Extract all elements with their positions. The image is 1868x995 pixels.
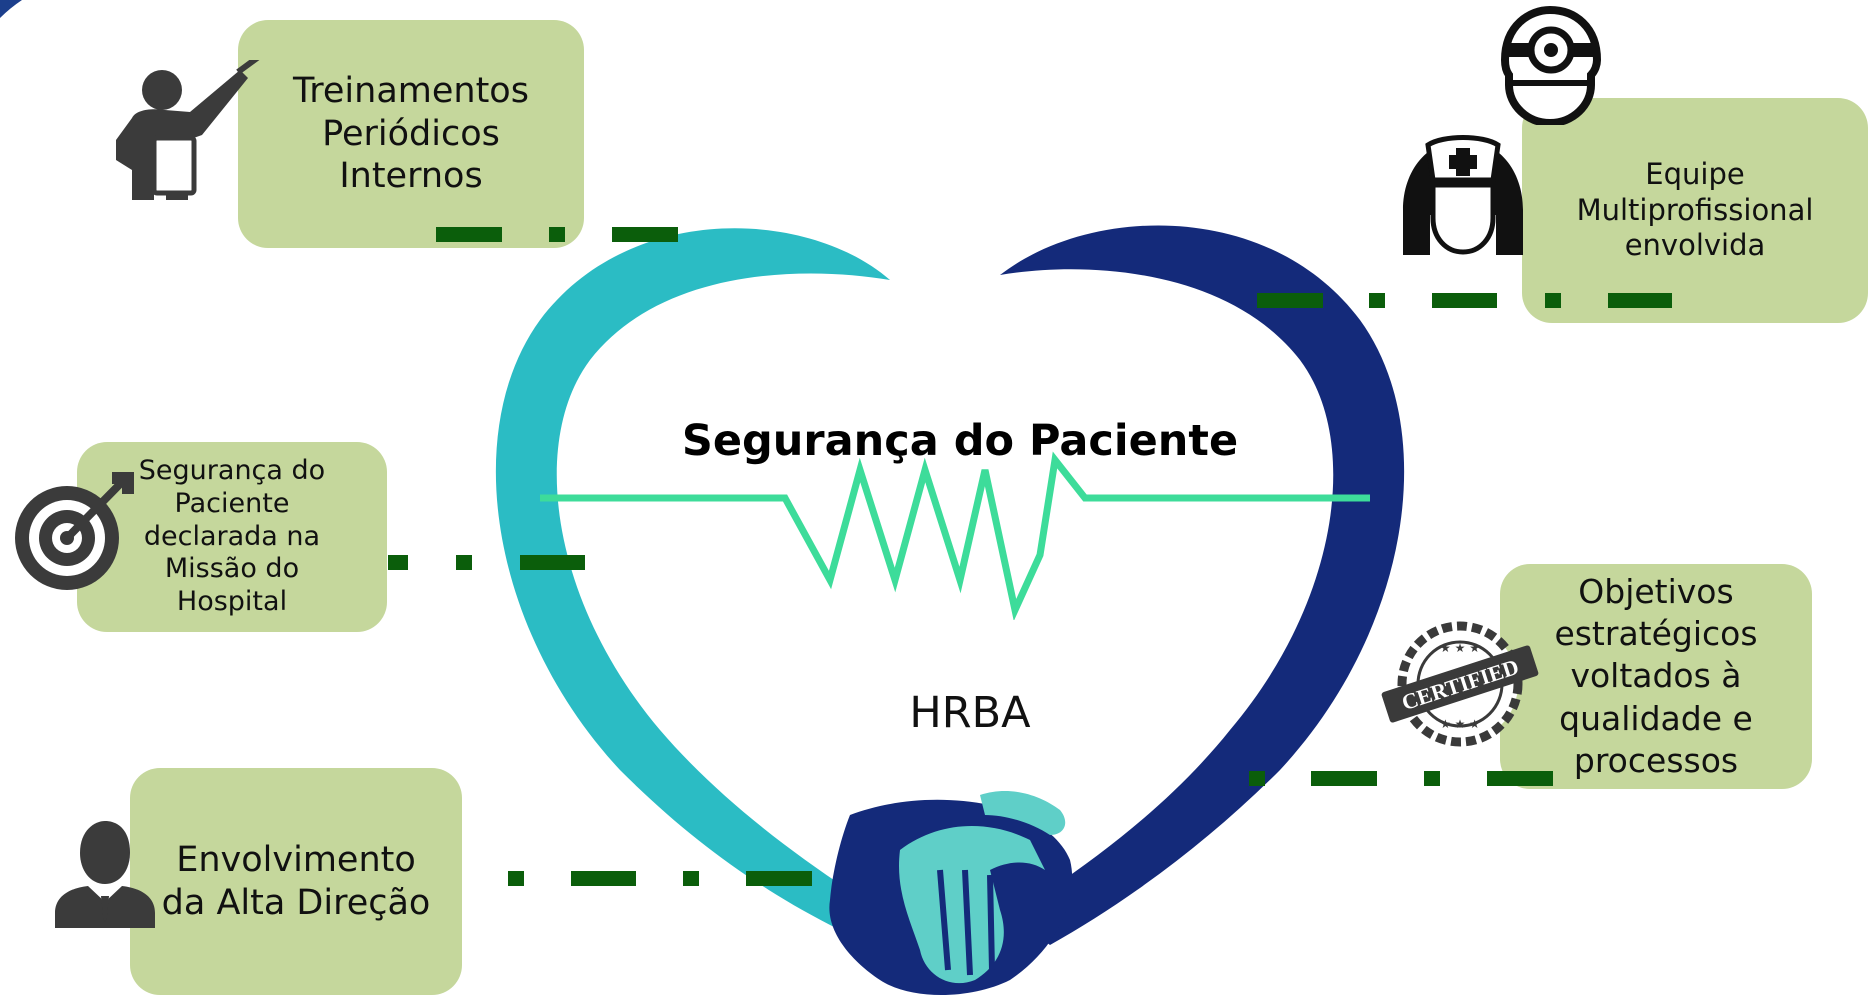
box-direcao-label: Envolvimento da Alta Direção [161, 839, 431, 923]
target-arrow-icon [15, 472, 134, 590]
svg-text:★ ★ ★: ★ ★ ★ [1440, 717, 1480, 731]
box-equipe-label: Equipe Multiprofissional envolvida [1576, 157, 1814, 263]
connector-dash [436, 227, 502, 242]
connector-dash [1311, 771, 1377, 786]
connector-dash [1487, 771, 1553, 786]
businessman-icon [55, 821, 155, 928]
connector-dash [549, 227, 565, 242]
handshake-icon [829, 790, 1073, 995]
svg-text:★ ★ ★: ★ ★ ★ [1440, 641, 1480, 655]
connector-dash [1249, 771, 1265, 786]
certified-stamp-icon: CERTIFIED ★ ★ ★ ★ ★ ★ [1381, 621, 1539, 747]
connector-dash [388, 555, 408, 570]
box-missao: Segurança do Paciente declarada na Missã… [77, 442, 387, 632]
box-objetivos: Objetivos estratégicos voltados à qualid… [1500, 564, 1812, 789]
connector-dash [1257, 293, 1323, 308]
heartbeat-line-icon [540, 451, 1370, 620]
box-treinamentos-label: Treinamentos Periódicos Internos [293, 70, 529, 197]
connector-dash [1432, 293, 1497, 308]
doctor-head-mirror-icon [1500, 5, 1602, 125]
connector-dash [456, 555, 472, 570]
connector-dash [1424, 771, 1440, 786]
connector-dash [571, 871, 636, 886]
nurse-cap-icon [1403, 135, 1523, 255]
box-treinamentos: Treinamentos Periódicos Internos [238, 20, 584, 248]
connector-dash [1545, 293, 1561, 308]
connector-dash [612, 227, 678, 242]
connector-dash [508, 871, 524, 886]
box-direcao: Envolvimento da Alta Direção [130, 768, 462, 995]
connector-dash [1369, 293, 1385, 308]
connector-dash [683, 871, 699, 886]
center-label: HRBA [909, 688, 1031, 738]
corner-accent [0, 0, 22, 18]
box-equipe: Equipe Multiprofissional envolvida [1522, 98, 1868, 323]
heart-hands-icon [495, 225, 1405, 995]
teacher-pointer-icon [116, 60, 260, 200]
connector-dash [746, 871, 812, 886]
box-objetivos-label: Objetivos estratégicos voltados à qualid… [1554, 571, 1758, 780]
connector-dash [1608, 293, 1672, 308]
box-missao-label: Segurança do Paciente declarada na Missã… [138, 454, 326, 618]
diagram-title: Segurança do Paciente [681, 416, 1239, 466]
connector-dash [520, 555, 585, 570]
